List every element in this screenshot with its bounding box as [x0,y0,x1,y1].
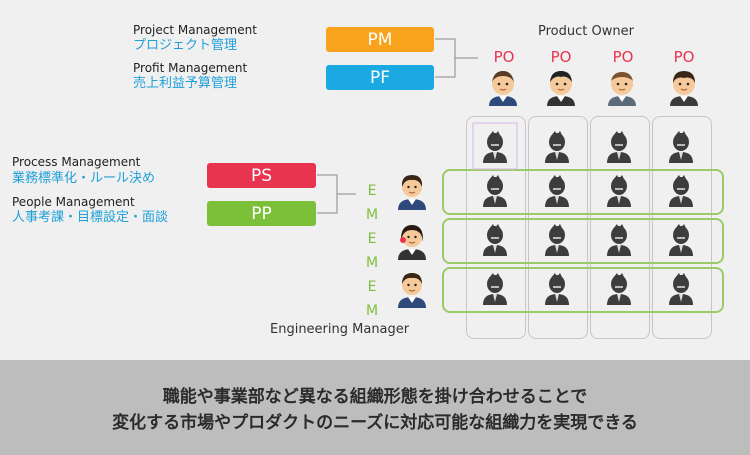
column-frame-4 [652,116,712,339]
people-management-jp: 人事考課・目標設定・面談 [12,210,169,225]
engineer-silhouette-icon [668,272,694,306]
po-label-1: PO [493,48,515,66]
project-management-jp: プロジェクト管理 [133,38,238,53]
engineer-silhouette-icon [544,174,570,208]
person-face-icon [670,71,698,106]
row-frame-2 [442,218,724,264]
engineer-silhouette-icon [482,223,508,257]
em-letter-3: E [367,231,377,247]
engineer-silhouette-icon [544,272,570,306]
person-face-icon [489,71,517,106]
person-face-icon [608,72,636,106]
engineer-silhouette-icon [668,130,694,164]
po-label-2: PO [550,48,572,66]
engineer-silhouette-icon [606,130,632,164]
person-face-icon [398,273,426,308]
footer-line-1: 職能や事業部など異なる組織形態を掛け合わせることで [162,387,588,407]
pf-box: PF [326,65,434,90]
pf-label: PF [369,67,391,88]
engineering-manager-title: Engineering Manager [270,322,410,337]
engineer-silhouette-icon [606,223,632,257]
engineer-silhouette-icon [668,223,694,257]
po-label-4: PO [673,48,695,66]
row-frame-1 [442,169,724,215]
ps-label: PS [250,165,273,186]
em-letter-5: E [367,279,377,295]
footer-banner: 職能や事業部など異なる組織形態を掛け合わせることで 変化する市場やプロダクトのニ… [0,360,750,455]
engineer-silhouette-icon [668,174,694,208]
em-letter-6: M [365,303,379,319]
pp-box: PP [207,201,316,226]
column-frame-2 [528,116,588,339]
ps-box: PS [207,163,316,188]
project-management-label: Project Management [133,23,257,37]
pm-label: PM [367,29,393,50]
footer-line-2: 変化する市場やプロダクトのニーズに対応可能な組織力を実現できる [112,413,638,433]
engineer-silhouette-icon [544,223,570,257]
engineer-silhouette-icon [606,174,632,208]
row-frame-3 [442,267,724,313]
engineer-silhouette-icon [482,272,508,306]
product-owner-title: Product Owner [538,24,634,39]
person-face-icon [398,225,426,260]
process-management-jp: 業務標準化・ルール決め [12,171,156,186]
column-frame-1 [466,116,526,339]
em-letter-4: M [365,255,379,271]
em-letter-1: E [367,183,377,199]
pp-label: PP [251,203,272,224]
column-frame-3 [590,116,650,339]
person-face-icon [547,71,575,106]
engineer-silhouette-icon [482,130,508,164]
po-label-3: PO [612,48,634,66]
person-face-icon [398,175,426,210]
engineer-silhouette-icon [606,272,632,306]
em-letter-2: M [365,207,379,223]
profit-management-label: Profit Management [133,61,248,75]
people-management-label: People Management [12,195,135,209]
engineer-silhouette-icon [544,130,570,164]
process-management-label: Process Management [12,155,141,169]
profit-management-jp: 売上利益予算管理 [133,76,238,91]
pm-box: PM [326,27,434,52]
engineer-silhouette-icon [482,174,508,208]
